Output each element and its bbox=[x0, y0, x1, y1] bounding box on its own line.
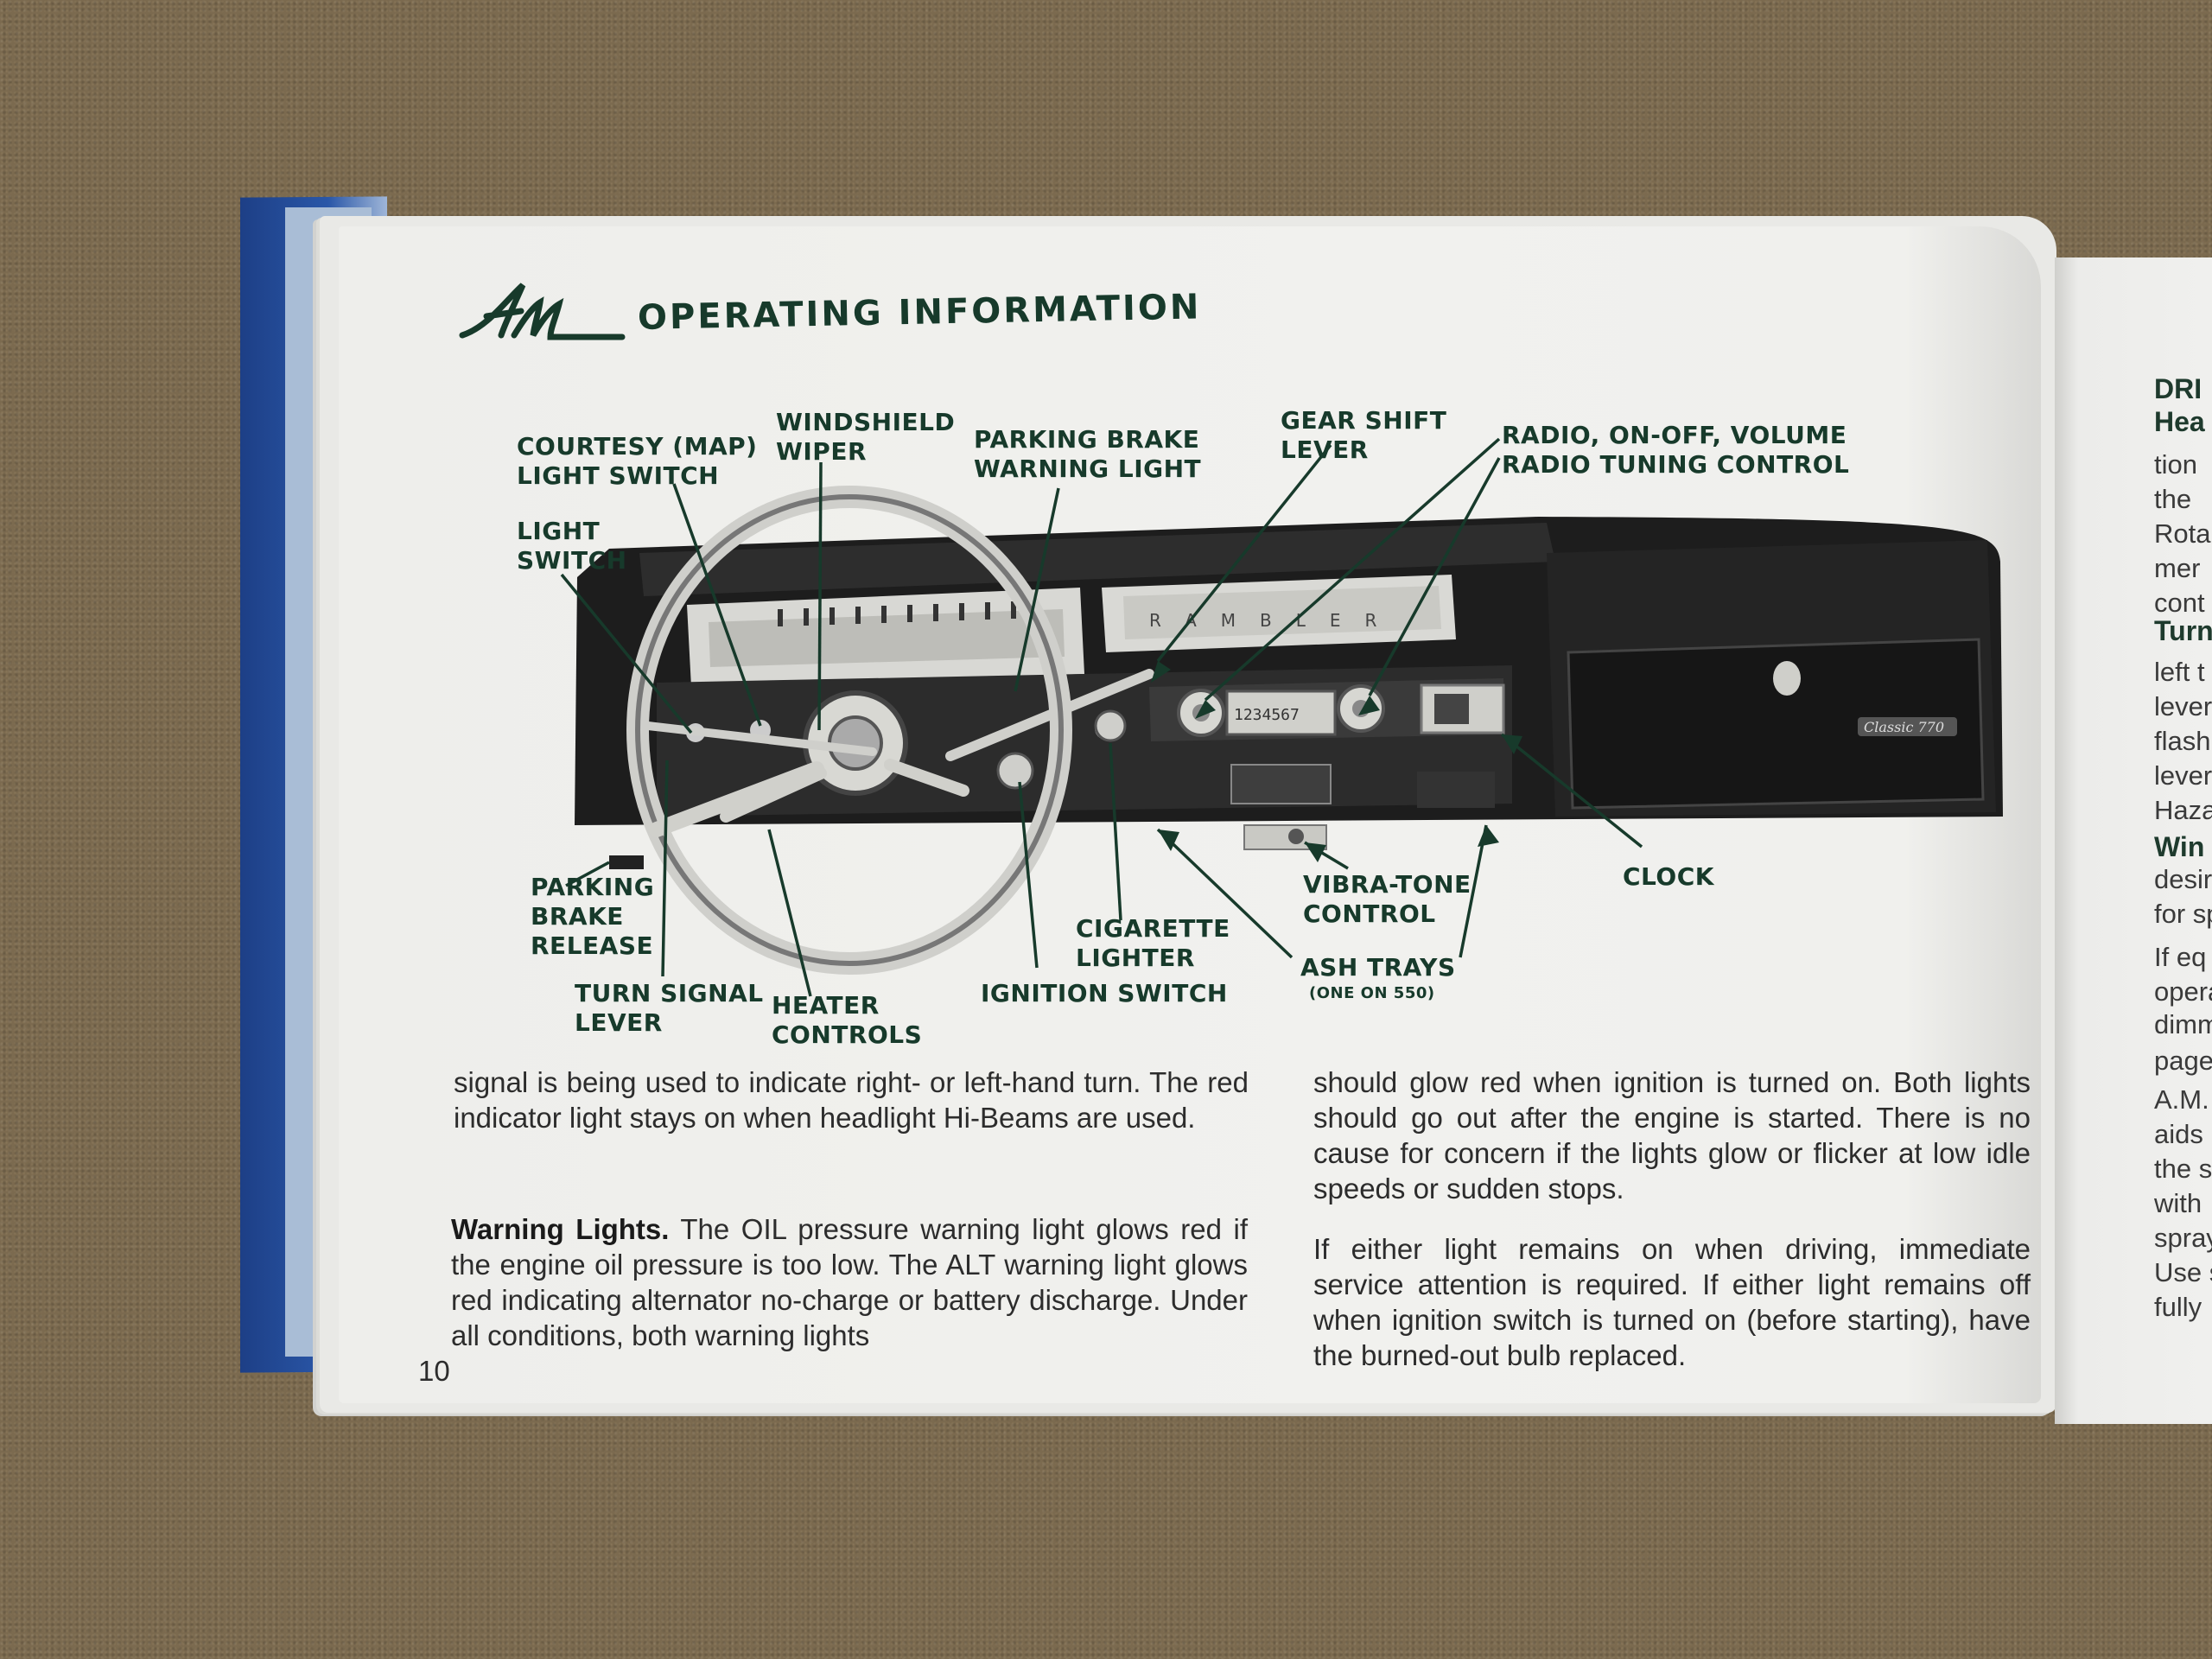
next-page-line: mer bbox=[2154, 553, 2201, 583]
next-page-line: Use s bbox=[2154, 1257, 2212, 1287]
next-page-line: the s bbox=[2154, 1154, 2212, 1184]
label-ignition-switch: IGNITION SWITCH bbox=[981, 979, 1228, 1007]
next-page-line: flash bbox=[2154, 726, 2211, 756]
next-page-line: aids bbox=[2154, 1119, 2203, 1149]
label-clock: CLOCK bbox=[1623, 862, 1714, 891]
svg-text:1234567: 1234567 bbox=[1234, 706, 1300, 724]
next-page-line: lever bbox=[2154, 691, 2212, 721]
next-page-line: DRI bbox=[2154, 373, 2202, 404]
ash-tray bbox=[1230, 764, 1332, 804]
next-page-line: dimm bbox=[2154, 1009, 2212, 1039]
next-page-line: fully bbox=[2154, 1292, 2202, 1322]
leader-lines bbox=[560, 437, 1643, 997]
glovebox bbox=[1567, 638, 1985, 810]
next-page-line: cont bbox=[2154, 588, 2205, 618]
next-page-line: the bbox=[2154, 484, 2192, 514]
next-page-line: A.M. bbox=[2154, 1084, 2209, 1115]
warning-lights-heading: Warning Lights. bbox=[451, 1213, 670, 1245]
next-page-line: Win bbox=[2154, 831, 2205, 862]
right-para-2: If either light remains on when driving,… bbox=[1313, 1233, 2031, 1371]
next-page-line: for sp bbox=[2154, 899, 2212, 929]
label-courtesy-light: COURTESY (MAP)LIGHT SWITCH bbox=[517, 432, 758, 490]
next-page-line: page bbox=[2154, 1046, 2212, 1076]
next-page-line: Turn bbox=[2154, 615, 2212, 646]
left-para-1: signal is being used to indicate right- … bbox=[454, 1066, 1249, 1134]
parking-brake-handle bbox=[609, 855, 644, 869]
next-page-line: Rota bbox=[2154, 518, 2211, 549]
next-page-line: Hea bbox=[2154, 406, 2205, 437]
warning-lights-text: The OIL pressure warning light glows red… bbox=[451, 1213, 1248, 1351]
page-number: 10 bbox=[418, 1355, 450, 1387]
model-badge-plate bbox=[1858, 717, 1957, 736]
rambler-badge: RAMBLER bbox=[1149, 610, 1401, 631]
ignition-switch bbox=[996, 752, 1034, 790]
next-page-line: desir bbox=[2154, 864, 2212, 894]
next-page-line: Haza bbox=[2154, 795, 2212, 825]
next-page-line: tion bbox=[2154, 449, 2197, 480]
label-ash-trays: ASH TRAYS bbox=[1300, 953, 1456, 982]
label-ash-trays-note: (ONE ON 550) bbox=[1309, 984, 1435, 1002]
next-page-line: left t bbox=[2154, 657, 2205, 687]
glovebox-lock bbox=[1773, 661, 1801, 696]
svg-text:Classic 770: Classic 770 bbox=[1864, 719, 1944, 735]
radio-dial bbox=[1225, 690, 1337, 736]
next-page-line: lever bbox=[2154, 760, 2212, 791]
next-page-line: If eq bbox=[2154, 942, 2207, 972]
next-page-line: with bbox=[2154, 1188, 2202, 1218]
am-logo bbox=[459, 283, 626, 340]
left-para-2: Warning Lights. The OIL pressure warning… bbox=[451, 1211, 1248, 1353]
cigarette-lighter bbox=[1094, 709, 1127, 742]
next-page-line: opera bbox=[2154, 976, 2212, 1007]
turn-signal-stalk bbox=[644, 721, 877, 756]
right-para-1: should glow red when ignition is turned … bbox=[1313, 1066, 2031, 1205]
next-page-line: spray bbox=[2154, 1223, 2212, 1253]
